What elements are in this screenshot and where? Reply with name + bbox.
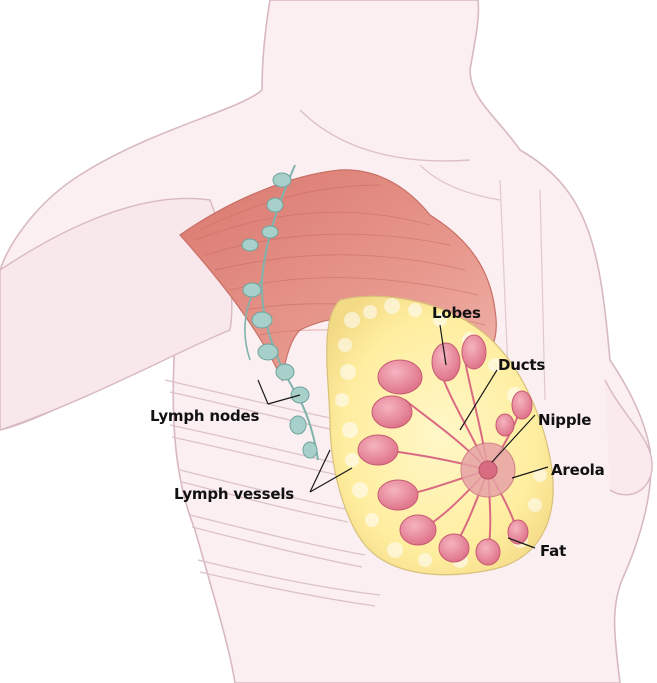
label-nipple: Nipple <box>538 411 591 429</box>
label-fat: Fat <box>540 542 566 560</box>
areola <box>461 443 515 497</box>
label-lobes: Lobes <box>432 304 481 322</box>
label-lymph-nodes: Lymph nodes <box>150 407 259 425</box>
label-areola: Areola <box>551 461 605 479</box>
nipple <box>479 461 497 479</box>
label-lymph-vessels: Lymph vessels <box>174 485 294 503</box>
label-ducts: Ducts <box>498 356 545 374</box>
